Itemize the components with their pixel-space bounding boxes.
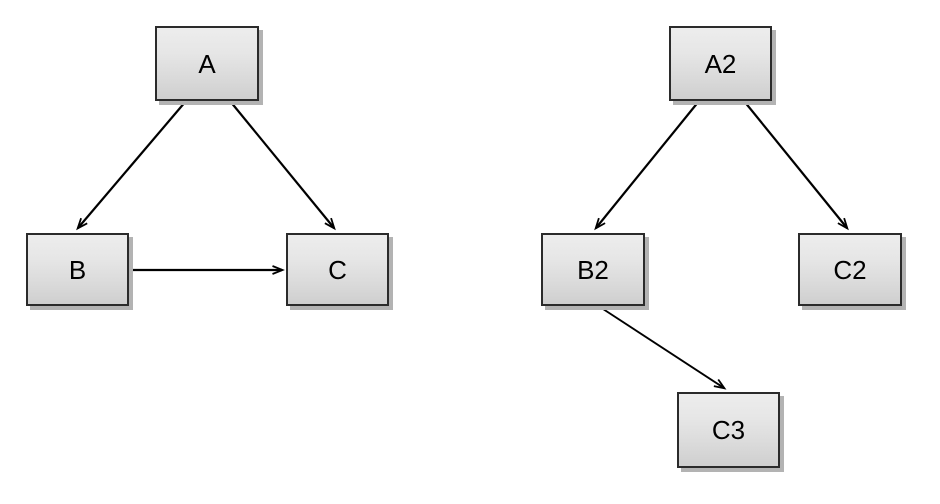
node-label: A2 — [704, 48, 737, 79]
edge-a2-to-c2 — [743, 100, 849, 231]
edge-a-to-c — [229, 100, 336, 231]
edge-b2-to-c3 — [599, 306, 727, 390]
node-b2[interactable]: B2 — [541, 233, 645, 306]
node-a[interactable]: A — [155, 26, 259, 101]
node-label: C — [328, 254, 347, 285]
node-label: A — [198, 48, 216, 79]
node-c3[interactable]: C3 — [677, 392, 780, 468]
node-c2[interactable]: C2 — [798, 233, 902, 306]
edge-a2-to-b2 — [594, 100, 700, 231]
node-label: C3 — [711, 415, 746, 445]
node-a2[interactable]: A2 — [669, 26, 772, 101]
node-label: C2 — [833, 254, 867, 285]
node-c[interactable]: C — [286, 233, 389, 306]
node-label: B — [68, 254, 87, 285]
node-b[interactable]: B — [26, 233, 129, 306]
node-label: B2 — [577, 254, 609, 285]
edge-a-to-b — [76, 100, 187, 231]
